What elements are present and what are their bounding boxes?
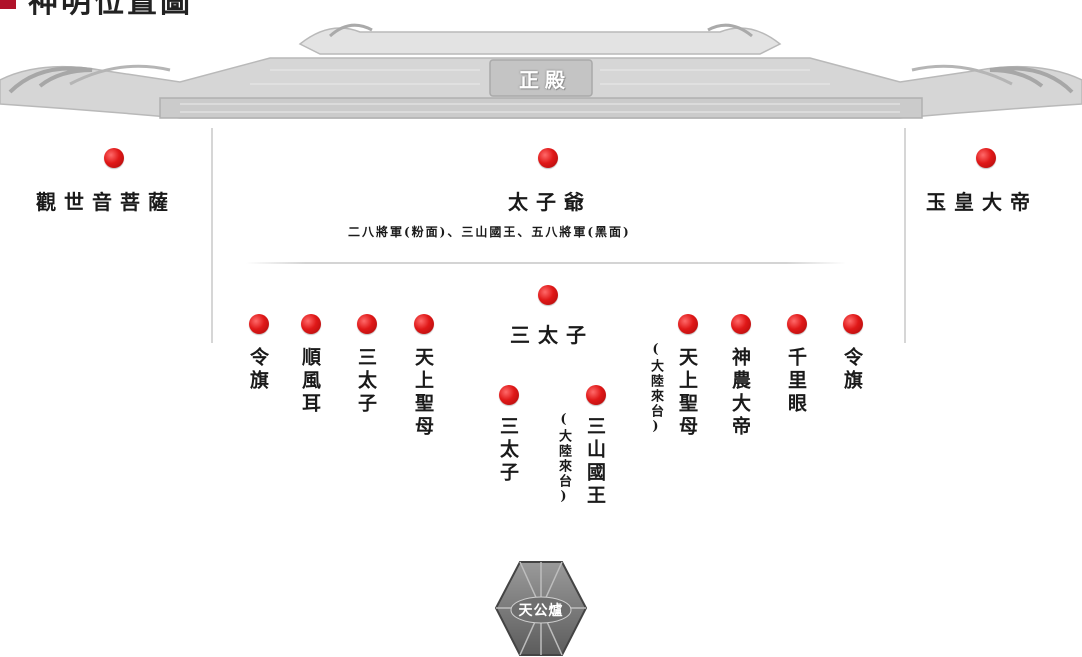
- deity-jade-emperor: 玉皇大帝: [926, 190, 1038, 214]
- left-divider: [211, 128, 213, 343]
- deity-third-prince-lower: 三太子: [497, 416, 519, 485]
- deity-shunfenger: 順風耳: [299, 347, 321, 416]
- position-dot: [538, 285, 558, 305]
- position-dot: [357, 314, 377, 334]
- deity-third-prince-left: 三太子: [355, 347, 377, 416]
- deity-prince: 太子爺: [508, 190, 592, 214]
- deity-qianliyan: 千里眼: [785, 347, 807, 416]
- deity-mazu-right: 天上聖母: [676, 347, 698, 439]
- position-dot: [731, 314, 751, 334]
- deity-mazu-left: 天上聖母: [412, 347, 434, 439]
- incense-burner-label: 天公爐: [518, 603, 564, 619]
- position-dot: [787, 314, 807, 334]
- center-subtitle: 二八將軍(粉面)、三山國王、五八將軍(黑面): [348, 225, 631, 239]
- deity-flag-right: 令旗: [841, 347, 863, 393]
- title-bar: 神明位置圖: [0, 0, 193, 20]
- deity-flag-left: 令旗: [247, 347, 269, 393]
- position-dot: [414, 314, 434, 334]
- main-hall-label: 正殿: [519, 68, 571, 92]
- position-dot: [499, 385, 519, 405]
- temple-roof-illustration: [0, 23, 1082, 119]
- deity-shennong: 神農大帝: [729, 347, 751, 439]
- position-dot: [843, 314, 863, 334]
- deity-guanyin: 觀世音菩薩: [36, 190, 176, 214]
- page-title: 神明位置圖: [28, 0, 193, 20]
- mazu-right-note: (大陸來台): [648, 342, 663, 436]
- deity-three-mountain-kings: 三山國王: [584, 416, 606, 508]
- position-dot: [586, 385, 606, 405]
- position-dot: [678, 314, 698, 334]
- title-marker: [0, 0, 16, 9]
- position-dot: [976, 148, 996, 168]
- right-divider: [904, 128, 906, 343]
- position-dot: [301, 314, 321, 334]
- position-dot: [104, 148, 124, 168]
- three-mountain-kings-note: (大陸來台): [556, 412, 571, 506]
- position-dot: [538, 148, 558, 168]
- center-divider: [246, 262, 846, 264]
- position-dot: [249, 314, 269, 334]
- deity-third-prince-center: 三太子: [510, 323, 594, 347]
- incense-burner-icon: [494, 561, 588, 656]
